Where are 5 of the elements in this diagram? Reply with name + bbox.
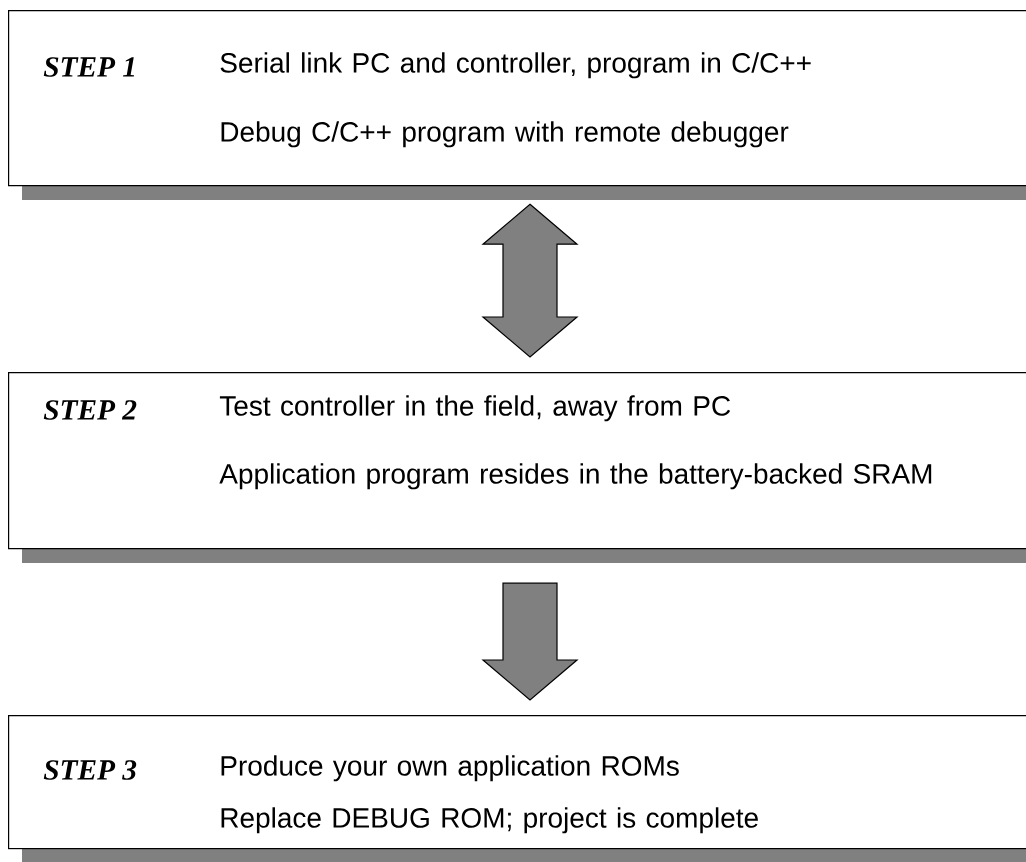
block-arrow <box>481 203 579 358</box>
step-box: STEP 2 Test controller in the field, away from PC Application program resides in the battery-backed SRAM <box>8 372 1026 563</box>
block-arrow <box>481 582 579 701</box>
step-box: STEP 1 Serial link PC and controller, program in C/C++ Debug C/C++ program with remote debugger <box>8 10 1026 200</box>
step-box: STEP 3 Produce your own application ROMs Replace DEBUG ROM; project is complete <box>8 715 1026 862</box>
